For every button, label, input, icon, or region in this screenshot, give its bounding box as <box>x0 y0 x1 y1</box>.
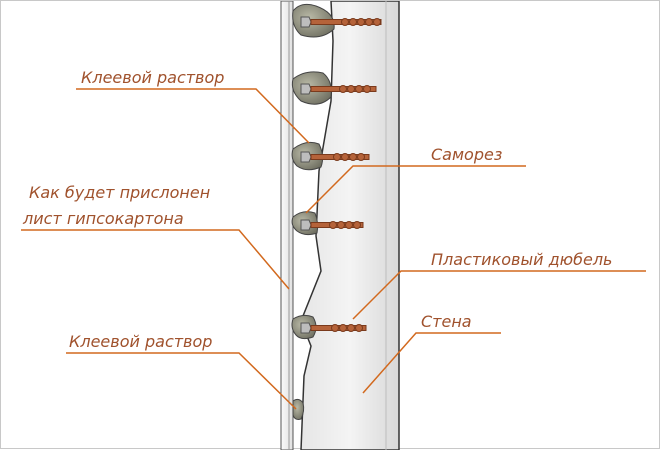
label-drywall-line2: лист гипсокартона <box>22 209 184 228</box>
label-drywall-line1: Как будет прислонен <box>29 183 210 202</box>
label-dowel: Пластиковый дюбель <box>431 250 612 269</box>
leader-lines <box>21 88 646 410</box>
glue-blobs <box>291 3 335 420</box>
label-glue-top: Клеевой раствор <box>81 68 224 87</box>
label-glue-bottom: Клеевой раствор <box>69 332 212 351</box>
label-screw: Саморез <box>431 145 502 164</box>
label-wall: Стена <box>421 312 472 331</box>
drywall-sheet <box>280 1 294 450</box>
screws <box>300 16 382 334</box>
